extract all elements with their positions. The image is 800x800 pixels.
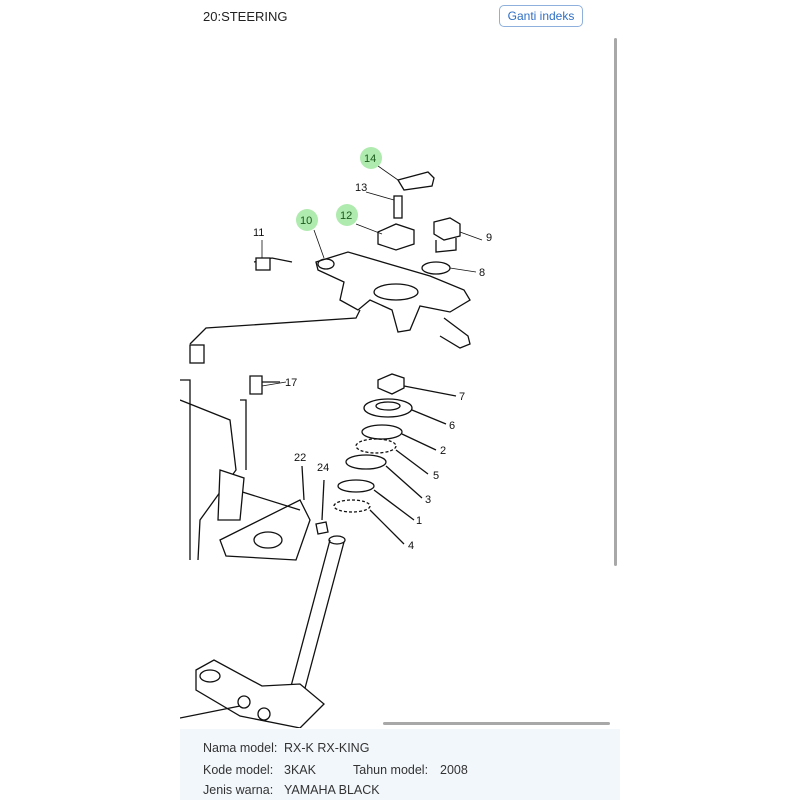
callout-6[interactable]: 6 [449, 420, 455, 432]
vertical-scrollbar[interactable] [614, 38, 617, 566]
callout-14[interactable]: 14 [364, 153, 376, 165]
callout-11[interactable]: 11 [253, 227, 264, 239]
callout-9[interactable]: 9 [486, 232, 492, 244]
color-value: YAMAHA BLACK [284, 783, 380, 797]
callout-12[interactable]: 12 [340, 210, 352, 222]
horizontal-scrollbar[interactable] [383, 722, 610, 725]
callout-7[interactable]: 7 [459, 391, 465, 403]
model-year-value: 2008 [440, 763, 468, 777]
callout-13[interactable]: 13 [355, 182, 367, 194]
callout-1[interactable]: 1 [416, 515, 422, 527]
color-label: Jenis warna: [203, 783, 274, 797]
callout-10[interactable]: 10 [300, 215, 312, 227]
model-name-value: RX-K RX-KING [284, 741, 370, 755]
highlight-marker [360, 147, 382, 169]
highlight-marker [296, 209, 318, 231]
model-info-panel: Nama model: RX-K RX-KING Kode model: 3KA… [180, 729, 620, 800]
model-code-value: 3KAK [284, 763, 316, 777]
highlight-marker [336, 204, 358, 226]
callout-22[interactable]: 22 [294, 452, 306, 464]
callout-5[interactable]: 5 [433, 470, 439, 482]
callouts: 14 13 12 10 11 9 8 7 6 2 5 3 1 4 17 22 2… [253, 147, 492, 552]
model-name-label: Nama model: [203, 741, 278, 755]
callout-3[interactable]: 3 [425, 494, 431, 506]
model-year-label: Tahun model: [353, 763, 429, 777]
callout-17[interactable]: 17 [285, 377, 297, 389]
callout-8[interactable]: 8 [479, 267, 485, 279]
callout-4[interactable]: 4 [408, 540, 414, 552]
change-index-button[interactable]: Ganti indeks [499, 5, 583, 27]
callout-2[interactable]: 2 [440, 445, 446, 457]
model-code-label: Kode model: [203, 763, 274, 777]
parts-diagram: 14 13 12 10 11 9 8 7 6 2 5 3 1 4 17 22 2… [180, 147, 492, 728]
page-title: 20:STEERING [203, 9, 288, 24]
callout-24[interactable]: 24 [317, 462, 329, 474]
